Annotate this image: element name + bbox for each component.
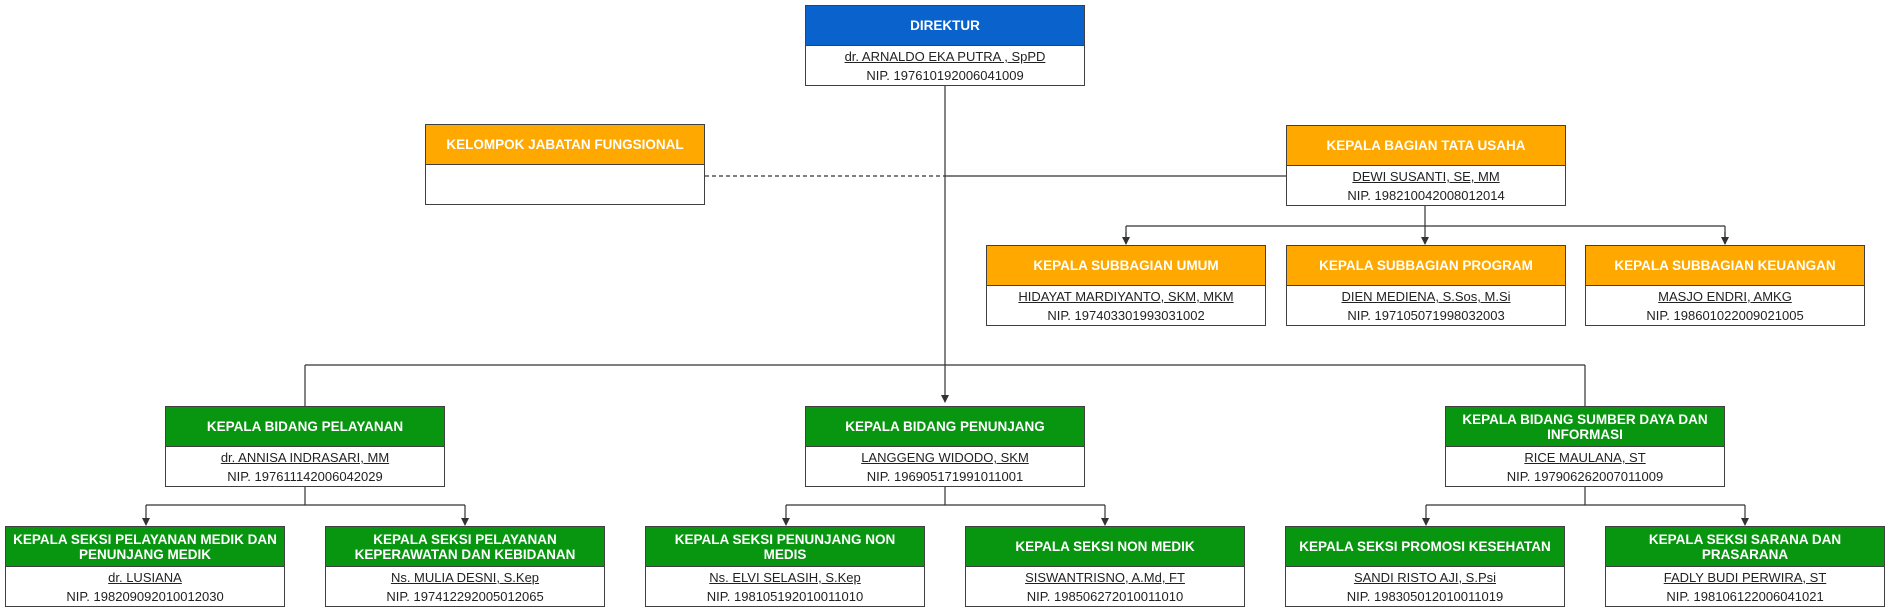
subsection-nip: NIP. 198601022009021005 <box>1646 308 1804 323</box>
functional-title: KELOMPOK JABATAN FUNGSIONAL <box>426 125 704 165</box>
section-nip: NIP. 198209092010012030 <box>66 589 224 604</box>
section-name: FADLY BUDI PERWIRA, ST <box>1663 570 1827 585</box>
section-name: SANDI RISTO AJI, S.Psi <box>1353 570 1497 585</box>
director-nip: NIP. 197610192006041009 <box>866 68 1024 83</box>
section-connector-left <box>146 486 465 506</box>
section-nip: NIP. 198105192010011010 <box>706 589 864 604</box>
division-title: KEPALA BIDANG PENUNJANG <box>806 407 1084 447</box>
section-box: KEPALA SEKSI PELAYANAN MEDIK DAN PENUNJA… <box>5 526 285 607</box>
section-connector-right <box>1426 486 1745 506</box>
director-name: dr. ARNALDO EKA PUTRA , SpPD <box>844 49 1046 64</box>
subsection-name: DIEN MEDIENA, S.Sos, M.Si <box>1341 289 1511 304</box>
subsection-title: KEPALA SUBBAGIAN UMUM <box>987 246 1265 286</box>
subsection-nip: NIP. 197105071998032003 <box>1347 308 1505 323</box>
division-box: KEPALA BIDANG SUMBER DAYA DAN INFORMASI … <box>1445 406 1725 487</box>
section-title: KEPALA SEKSI PELAYANAN MEDIK DAN PENUNJA… <box>6 527 284 567</box>
admin-head-title: KEPALA BAGIAN TATA USAHA <box>1287 126 1565 166</box>
division-title: KEPALA BIDANG SUMBER DAYA DAN INFORMASI <box>1446 407 1724 447</box>
division-nip: NIP. 197611142006042029 <box>227 469 383 484</box>
subsection-name: HIDAYAT MARDIYANTO, SKM, MKM <box>1018 289 1234 304</box>
section-connector-middle <box>786 486 1105 506</box>
section-box: KEPALA SEKSI PROMOSI KESEHATAN SANDI RIS… <box>1285 526 1565 607</box>
section-box: KEPALA SEKSI PENUNJANG NON MEDIS Ns. ELV… <box>645 526 925 607</box>
section-nip: NIP. 198305012010011019 <box>1346 589 1504 604</box>
section-title: KEPALA SEKSI PELAYANAN KEPERAWATAN DAN K… <box>326 527 604 567</box>
section-name: Ns. MULIA DESNI, S.Kep <box>390 570 540 585</box>
admin-head-name: DEWI SUSANTI, SE, MM <box>1352 169 1500 184</box>
director-box: DIREKTUR dr. ARNALDO EKA PUTRA , SpPD NI… <box>805 5 1085 86</box>
division-box: KEPALA BIDANG PELAYANAN dr. ANNISA INDRA… <box>165 406 445 487</box>
division-nip: NIP. 196905171991011001 <box>866 469 1024 484</box>
division-name: dr. ANNISA INDRASARI, MM <box>220 450 390 465</box>
subsection-title: KEPALA SUBBAGIAN KEUANGAN <box>1586 246 1864 286</box>
section-name: dr. LUSIANA <box>108 570 182 585</box>
subsection-nip: NIP. 197403301993031002 <box>1047 308 1205 323</box>
section-box: KEPALA SEKSI NON MEDIK SISWANTRISNO, A.M… <box>965 526 1245 607</box>
admin-head-box: KEPALA BAGIAN TATA USAHA DEWI SUSANTI, S… <box>1286 125 1566 206</box>
division-title: KEPALA BIDANG PELAYANAN <box>166 407 444 447</box>
section-box: KEPALA SEKSI PELAYANAN KEPERAWATAN DAN K… <box>325 526 605 607</box>
subsection-name: MASJO ENDRI, AMKG <box>1658 289 1792 304</box>
subsection-box: KEPALA SUBBAGIAN KEUANGAN MASJO ENDRI, A… <box>1585 245 1865 326</box>
section-title: KEPALA SEKSI SARANA DAN PRASARANA <box>1606 527 1884 567</box>
section-title: KEPALA SEKSI PROMOSI KESEHATAN <box>1286 527 1564 567</box>
functional-group-box: KELOMPOK JABATAN FUNGSIONAL <box>425 124 705 205</box>
subsection-box: KEPALA SUBBAGIAN PROGRAM DIEN MEDIENA, S… <box>1286 245 1566 326</box>
section-title: KEPALA SEKSI PENUNJANG NON MEDIS <box>646 527 924 567</box>
division-name: RICE MAULANA, ST <box>1524 450 1646 465</box>
section-nip: NIP. 198106122006041021 <box>1666 589 1824 604</box>
division-name: LANGGENG WIDODO, SKM <box>861 450 1029 465</box>
admin-head-nip: NIP. 198210042008012014 <box>1347 188 1505 203</box>
section-box: KEPALA SEKSI SARANA DAN PRASARANA FADLY … <box>1605 526 1885 607</box>
section-name: SISWANTRISNO, A.Md, FT <box>1025 570 1185 585</box>
division-box: KEPALA BIDANG PENUNJANG LANGGENG WIDODO,… <box>805 406 1085 487</box>
section-title: KEPALA SEKSI NON MEDIK <box>966 527 1244 567</box>
section-nip: NIP. 198506272010011010 <box>1026 589 1184 604</box>
subsection-box: KEPALA SUBBAGIAN UMUM HIDAYAT MARDIYANTO… <box>986 245 1266 326</box>
division-nip: NIP. 197906262007011009 <box>1506 469 1664 484</box>
section-name: Ns. ELVI SELASIH, S.Kep <box>709 570 861 585</box>
director-title: DIREKTUR <box>806 6 1084 46</box>
section-nip: NIP. 197412292005012065 <box>386 589 544 604</box>
division-connector <box>304 364 1586 406</box>
subsection-title: KEPALA SUBBAGIAN PROGRAM <box>1287 246 1565 286</box>
